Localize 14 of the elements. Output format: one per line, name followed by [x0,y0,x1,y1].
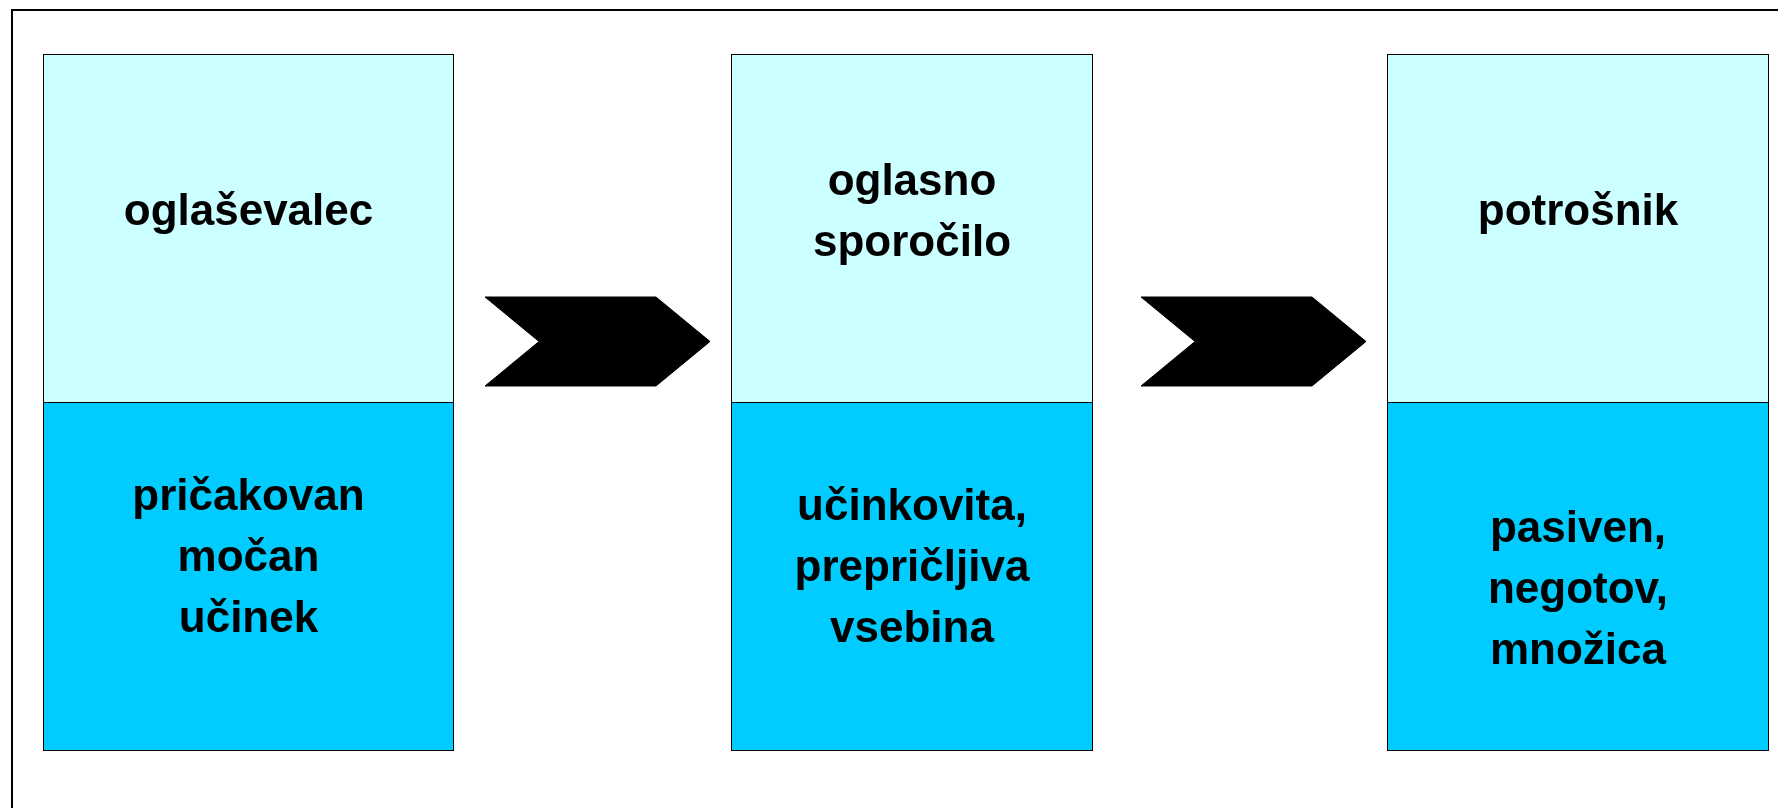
chevron-arrow [484,296,711,387]
box-heading: oglaševalec [123,184,374,237]
description-box [1387,402,1769,751]
box-description: pričakovan močan učinek [132,469,365,643]
heading-box [43,54,454,403]
heading-box [731,54,1093,403]
heading-box [1387,54,1769,403]
box-description: pasiven, negotov, množica [1487,501,1669,675]
description-box [731,402,1093,751]
box-heading: oglasno sporočilo [813,153,1011,267]
box-heading: potrošnik [1477,184,1679,237]
chevron-arrow [1140,296,1367,387]
description-box [43,402,454,751]
box-description: učinkovita, prepričljiva vsebina [794,479,1030,653]
